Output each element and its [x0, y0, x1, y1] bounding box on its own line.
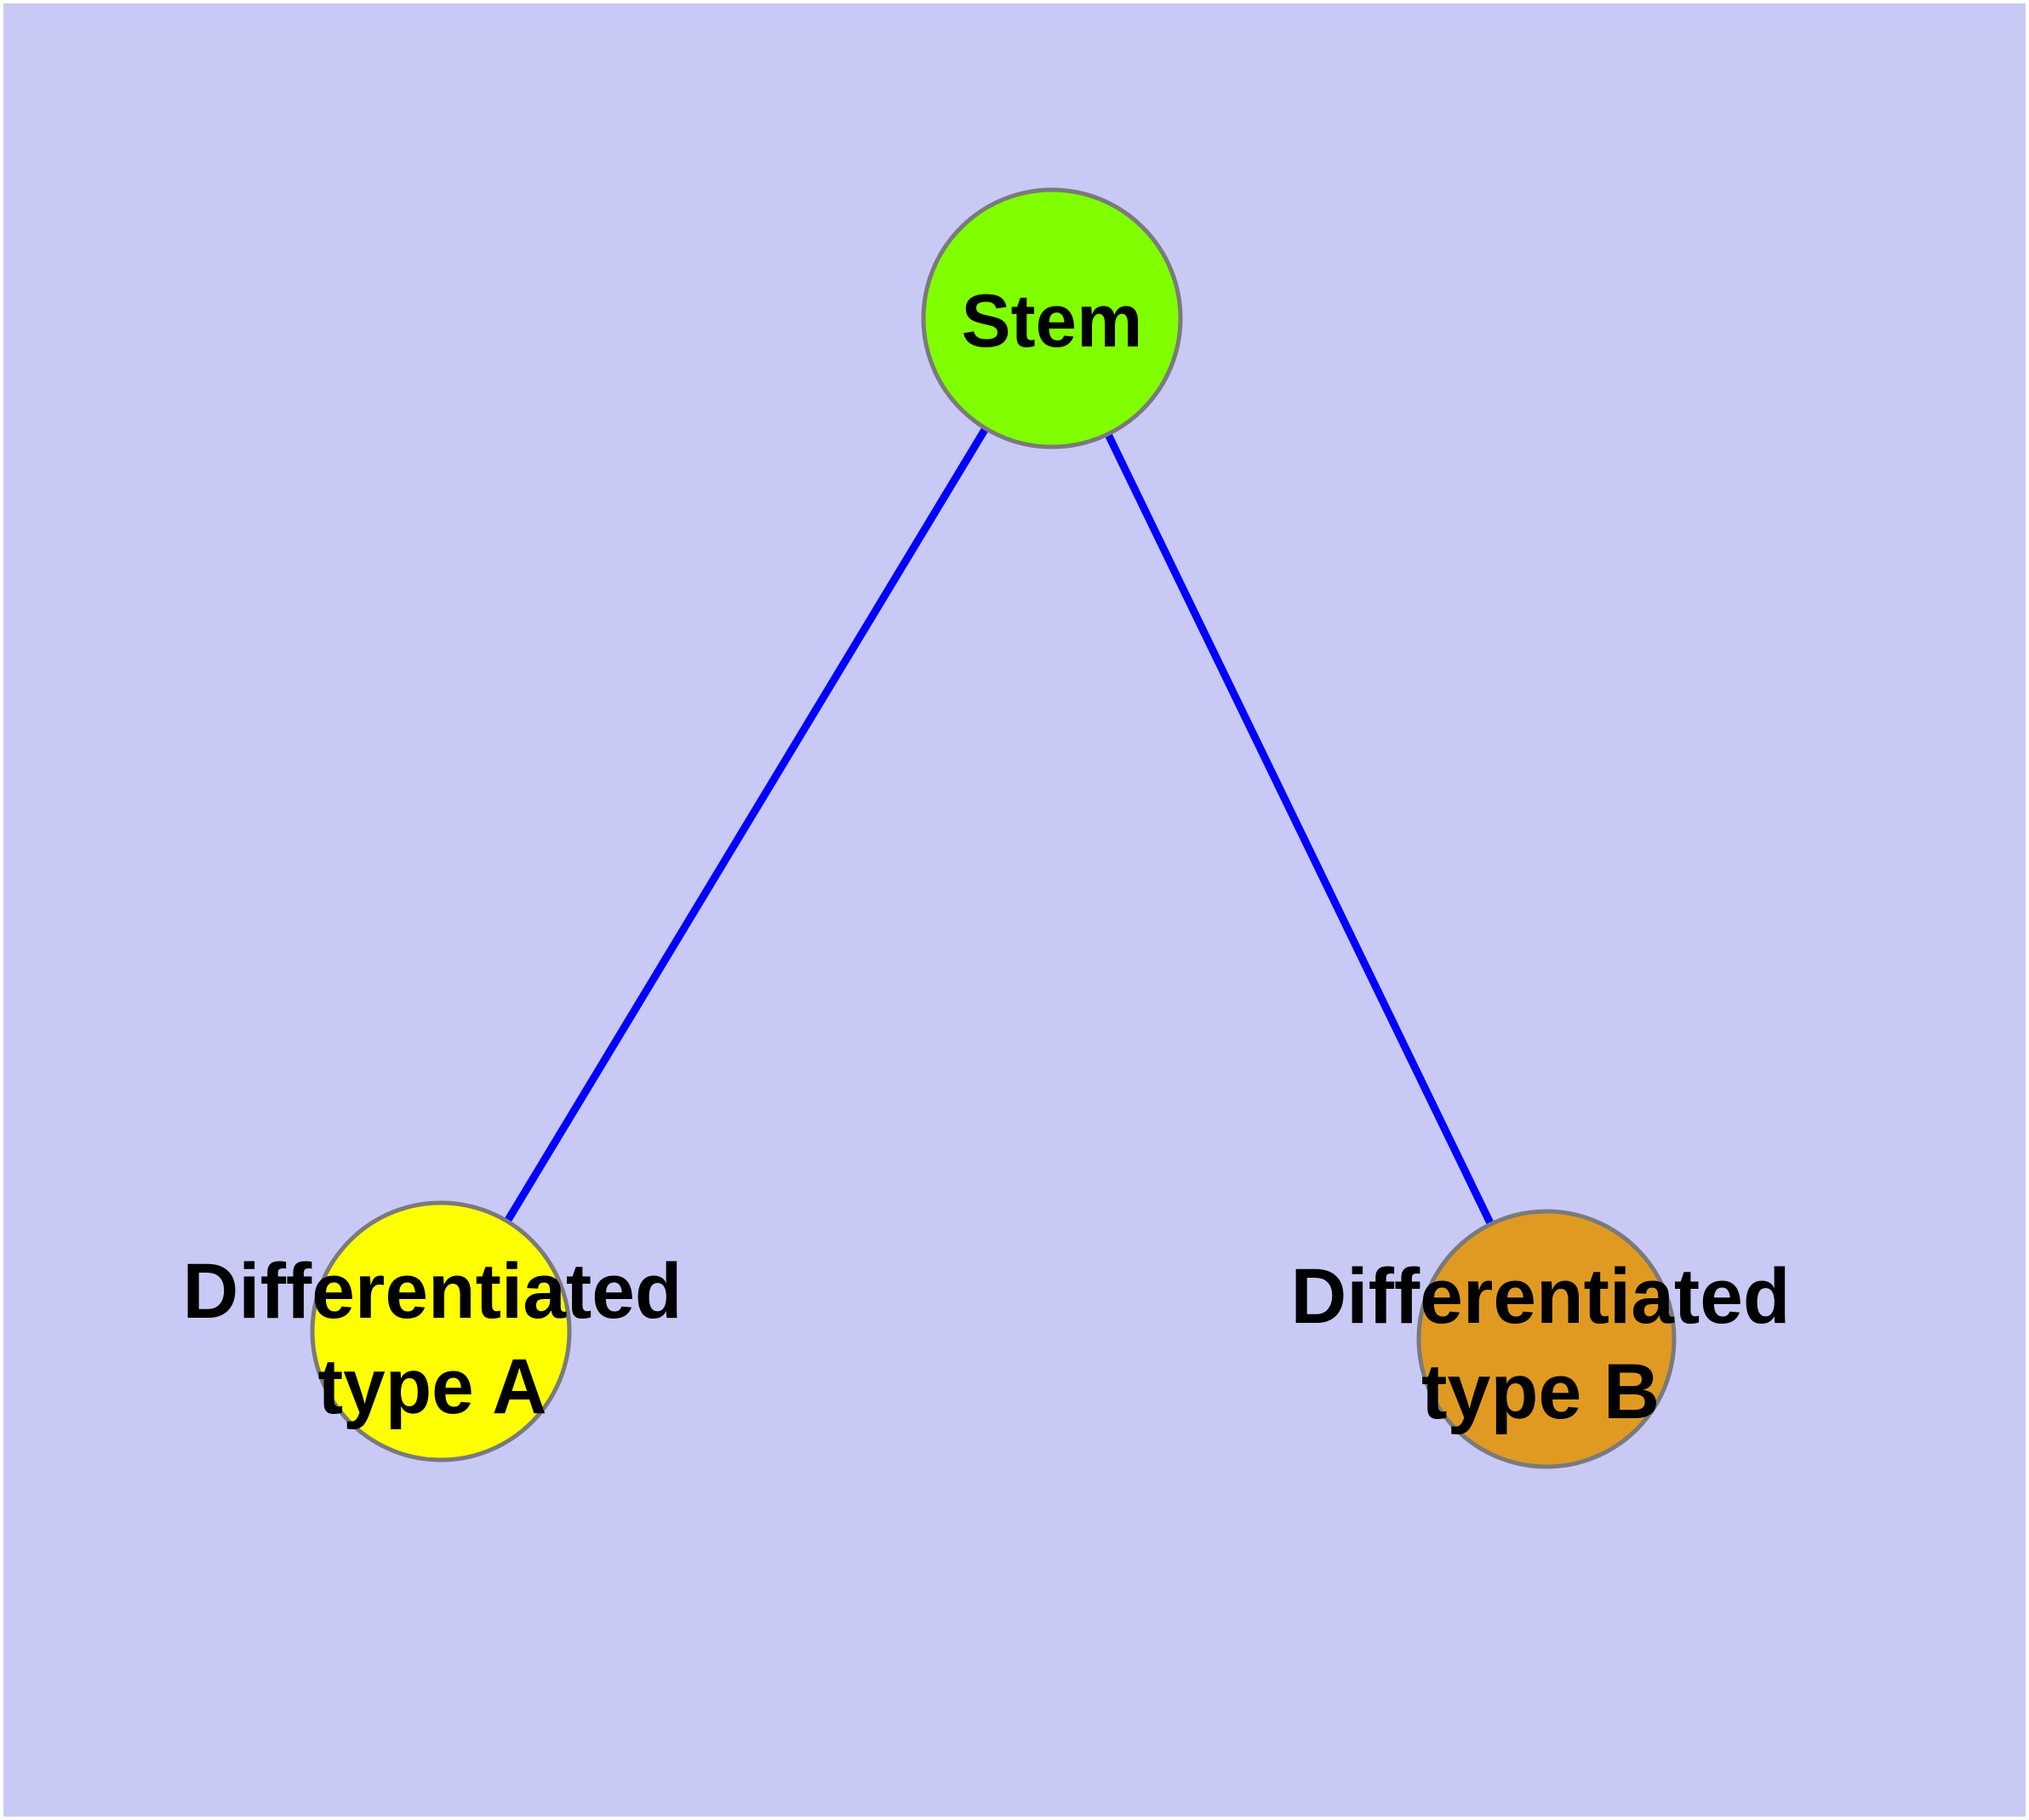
node-type-b-label-line2: type B — [1421, 1348, 1660, 1435]
node-type-b-label-line1: Differentiated — [1291, 1253, 1791, 1340]
node-stem-circle — [921, 187, 1183, 449]
edge-stem-to-type-a — [437, 316, 1055, 1334]
node-type-a-label-line2: type A — [318, 1343, 547, 1430]
edge-stem-to-type-b — [1048, 317, 1551, 1341]
node-type-a-circle — [310, 1200, 572, 1462]
node-type-b-circle — [1416, 1209, 1677, 1469]
node-type-a-label-line1: Differentiated — [183, 1248, 683, 1335]
node-stem-label: Stem — [962, 278, 1143, 363]
